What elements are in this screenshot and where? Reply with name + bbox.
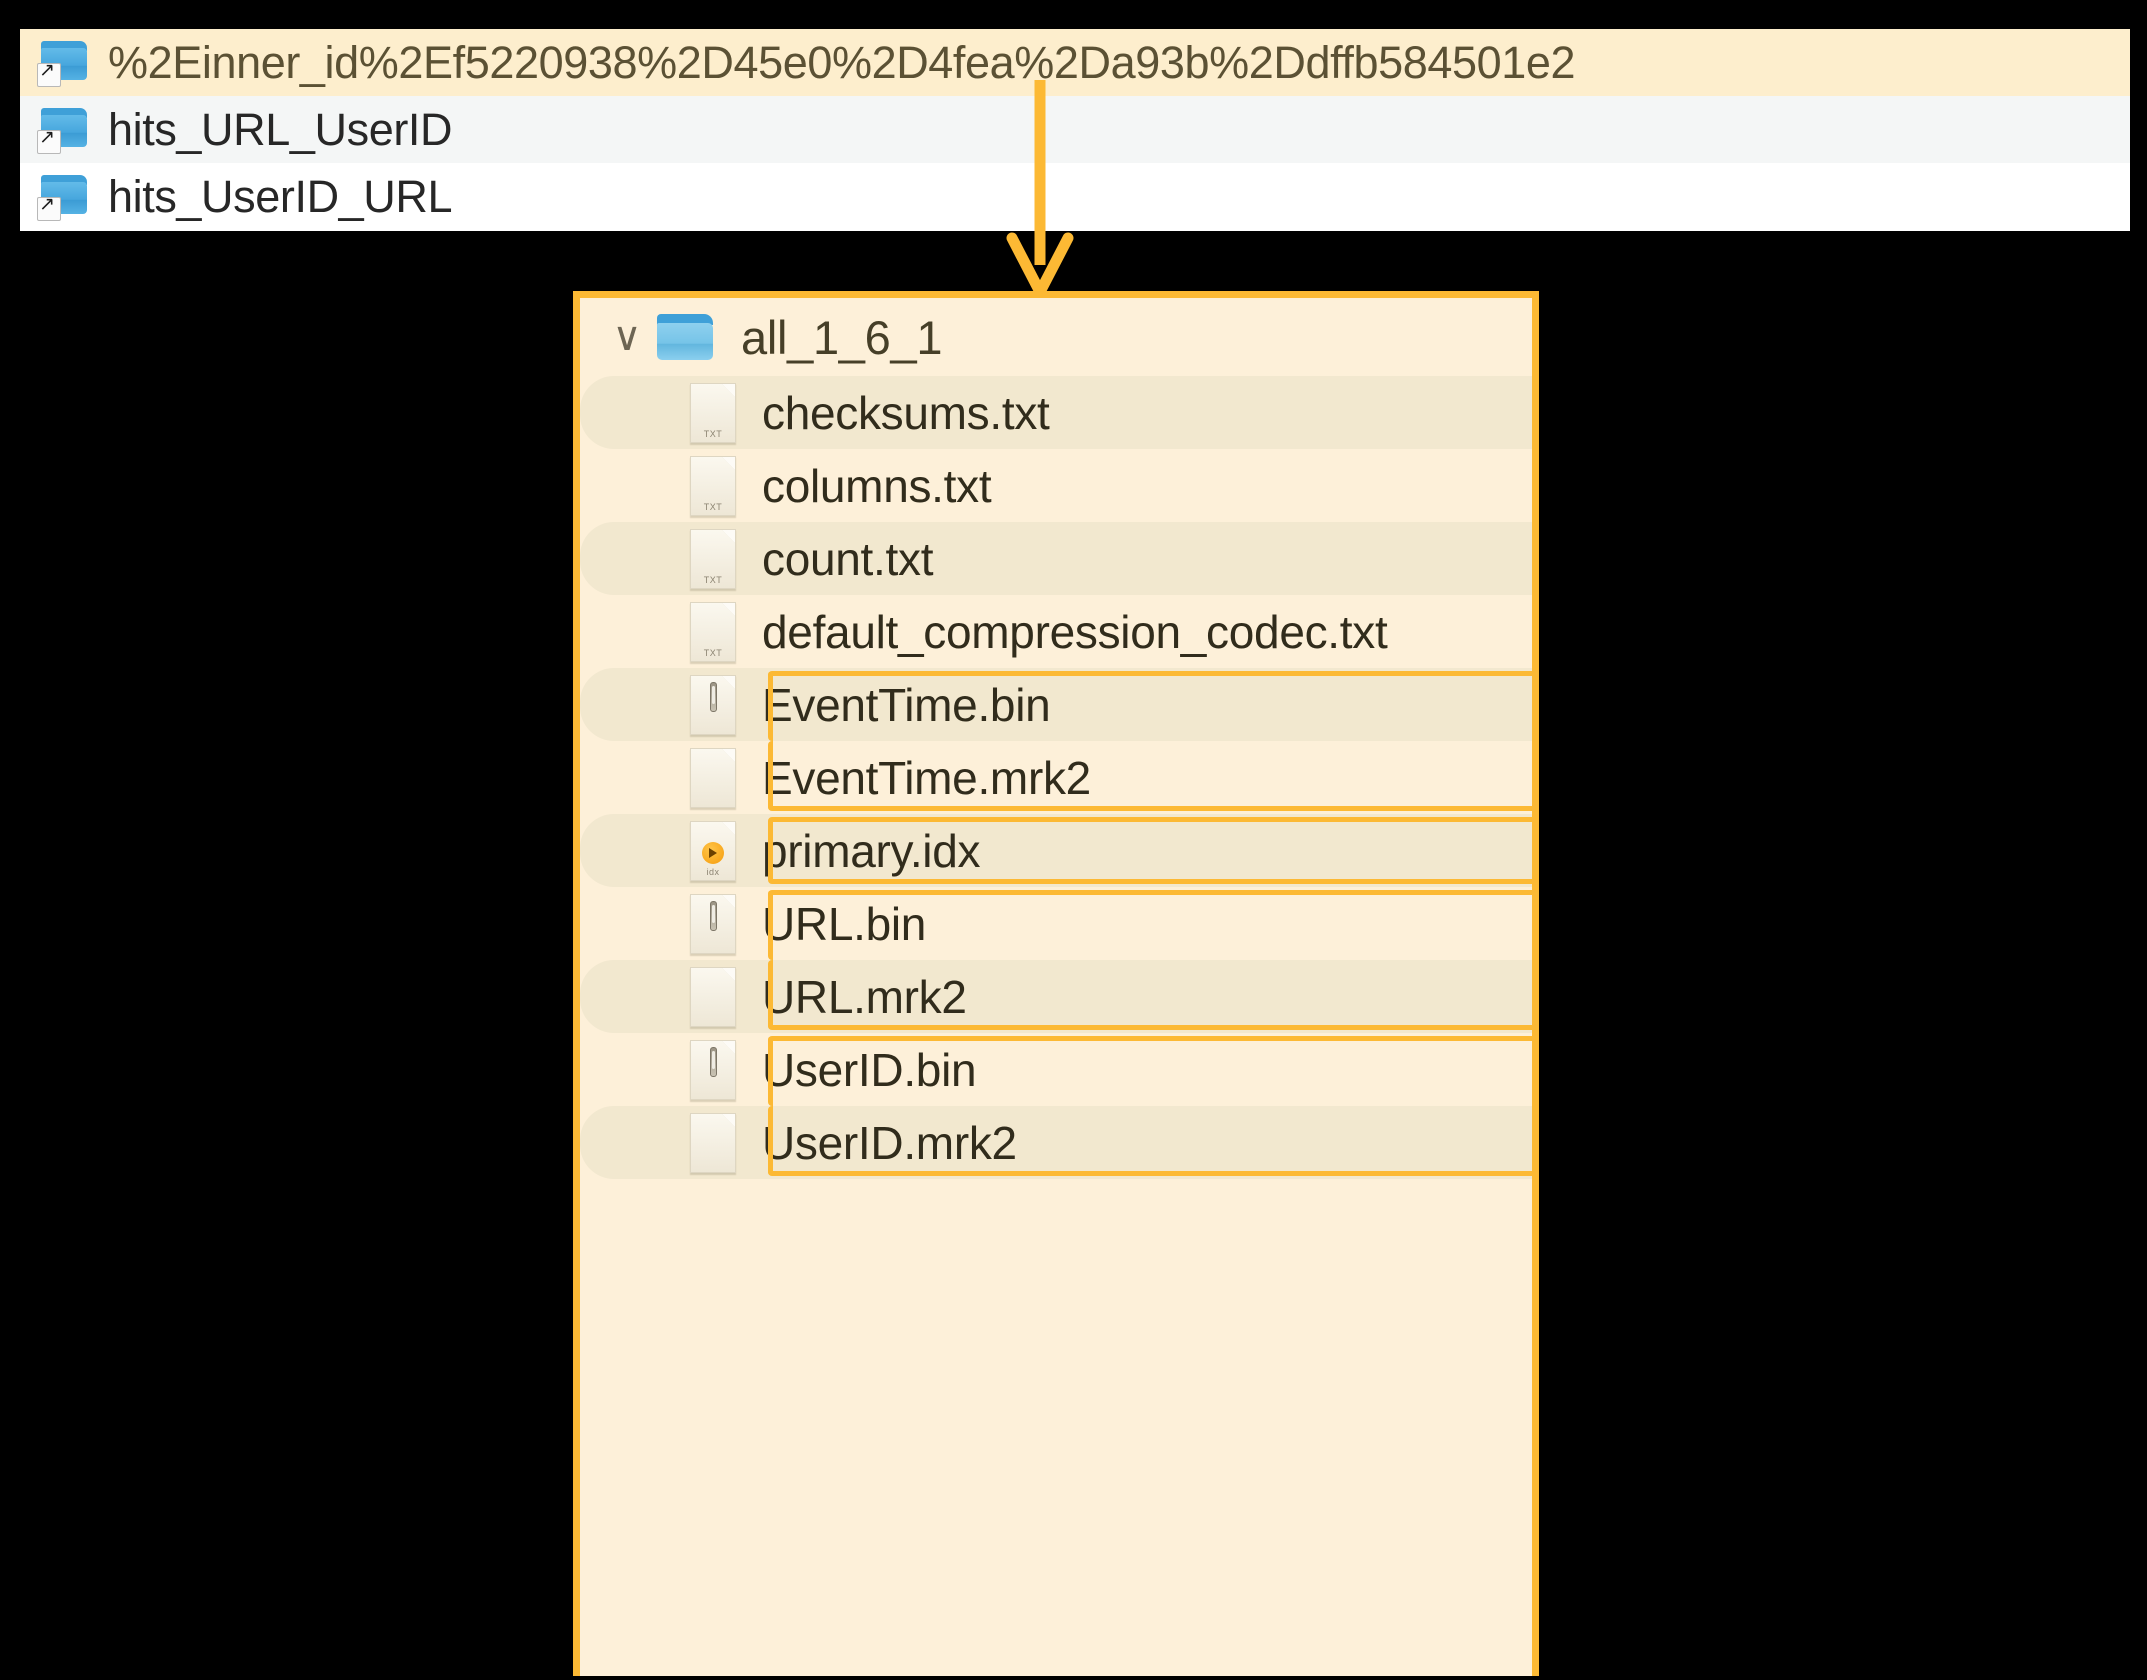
bin-file-icon	[690, 893, 736, 954]
bin-file-icon	[690, 1039, 736, 1100]
file-name-label: EventTime.mrk2	[762, 751, 1091, 804]
directory-detail-panel: ∨ all_1_6_1 TXT checksums.txt TXT column…	[573, 291, 1539, 1676]
file-row[interactable]: UserID.bin	[580, 1033, 1532, 1106]
idx-file-icon: idx	[690, 820, 736, 881]
blank-file-icon	[690, 1112, 736, 1173]
folder-list-item-hits-url-userid[interactable]: hits_URL_UserID	[20, 96, 2130, 163]
file-row[interactable]: URL.mrk2	[580, 960, 1532, 1033]
blank-file-icon	[690, 966, 736, 1027]
folder-list-item-label: %2Einner_id%2Ef5220938%2D45e0%2D4fea%2Da…	[108, 37, 1576, 88]
file-name-label: primary.idx	[762, 824, 981, 877]
file-row[interactable]: TXT default_compression_codec.txt	[580, 595, 1532, 668]
directory-name-label: all_1_6_1	[741, 310, 943, 364]
file-kind-label: TXT	[703, 647, 723, 658]
bin-file-icon	[690, 674, 736, 735]
file-kind-label: TXT	[703, 501, 723, 512]
file-name-label: UserID.mrk2	[762, 1116, 1017, 1169]
down-arrow-connector	[1006, 80, 1074, 298]
file-name-label: EventTime.bin	[762, 678, 1051, 731]
file-kind-label: TXT	[703, 574, 723, 585]
folder-icon	[657, 314, 715, 360]
blank-file-icon	[690, 747, 736, 808]
directory-row-all-1-6-1[interactable]: ∨ all_1_6_1	[580, 298, 1532, 376]
txt-file-icon: TXT	[690, 455, 736, 516]
file-row[interactable]: idx primary.idx	[580, 814, 1532, 887]
file-kind-label: idx	[706, 866, 720, 877]
file-row[interactable]: EventTime.bin	[580, 668, 1532, 741]
file-name-label: UserID.bin	[762, 1043, 977, 1096]
folder-list-item-inner-id[interactable]: %2Einner_id%2Ef5220938%2D45e0%2D4fea%2Da…	[20, 29, 2130, 96]
file-row[interactable]: URL.bin	[580, 887, 1532, 960]
file-name-label: default_compression_codec.txt	[762, 605, 1388, 658]
file-name-label: checksums.txt	[762, 386, 1050, 439]
txt-file-icon: TXT	[690, 528, 736, 589]
file-row[interactable]: TXT count.txt	[580, 522, 1532, 595]
folder-shortcut-icon	[37, 39, 91, 87]
file-name-label: URL.bin	[762, 897, 927, 950]
folder-list-panel: %2Einner_id%2Ef5220938%2D45e0%2D4fea%2Da…	[20, 29, 2130, 231]
file-row[interactable]: UserID.mrk2	[580, 1106, 1532, 1179]
file-row[interactable]: TXT columns.txt	[580, 449, 1532, 522]
txt-file-icon: TXT	[690, 382, 736, 443]
folder-list-item-hits-userid-url[interactable]: hits_UserID_URL	[20, 163, 2130, 230]
folder-shortcut-icon	[37, 173, 91, 221]
file-row[interactable]: EventTime.mrk2	[580, 741, 1532, 814]
folder-shortcut-icon	[37, 106, 91, 154]
folder-list-item-label: hits_UserID_URL	[108, 171, 453, 222]
chevron-down-icon[interactable]: ∨	[612, 314, 642, 360]
file-kind-label: TXT	[703, 428, 723, 439]
file-row[interactable]: TXT checksums.txt	[580, 376, 1532, 449]
file-name-label: URL.mrk2	[762, 970, 967, 1023]
file-name-label: columns.txt	[762, 459, 992, 512]
txt-file-icon: TXT	[690, 601, 736, 662]
folder-list-item-label: hits_URL_UserID	[108, 104, 453, 155]
file-name-label: count.txt	[762, 532, 934, 585]
